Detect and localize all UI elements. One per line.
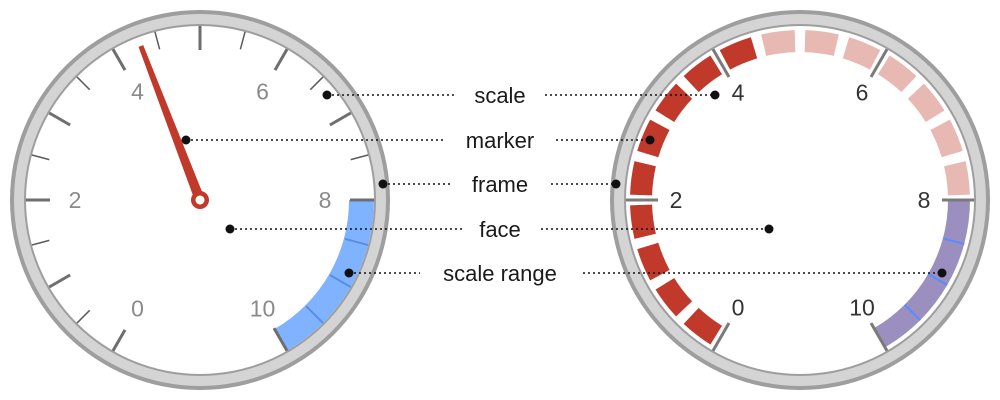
left-scale-ticks xyxy=(26,26,374,352)
left-scale-tick-7 xyxy=(76,76,91,91)
left-needle xyxy=(138,45,205,202)
scale-dot-left xyxy=(322,90,332,100)
left-scale-tick-end xyxy=(272,327,289,352)
right-gauge: 0 2 4 6 8 10 xyxy=(610,10,990,390)
marker-dot-left xyxy=(181,135,191,145)
left-scale-range-tick-1 xyxy=(329,274,352,288)
left-scale-range-tick-2 xyxy=(305,305,324,324)
scale-range-dot-left xyxy=(344,268,354,278)
right-scale-label-1: 2 xyxy=(670,187,683,213)
right-scale-labels: 0 2 4 6 8 10 xyxy=(670,80,931,321)
frame-dot-right xyxy=(611,179,621,189)
right-scale-range-tick-0 xyxy=(942,237,965,245)
right-scale-tick-2 xyxy=(711,48,731,78)
right-scale-ticks xyxy=(626,48,974,352)
left-scale-tick-11 xyxy=(239,31,246,50)
left-scale-label-4: 8 xyxy=(319,187,332,213)
scale-dot-right xyxy=(710,90,720,100)
left-gauge: 0 2 4 6 8 10 xyxy=(10,10,390,390)
left-scale-label-5: 10 xyxy=(250,295,276,321)
left-scale-range-tick-0 xyxy=(344,237,369,247)
scale-range-dot-right xyxy=(937,268,947,278)
right-scale-label-0: 0 xyxy=(732,294,745,320)
right-scale-tick-5 xyxy=(869,322,889,352)
right-segment-8 xyxy=(719,37,758,70)
right-scale-label-5: 10 xyxy=(849,294,875,320)
left-scale-range-ticks xyxy=(305,237,369,324)
frame-label: frame xyxy=(472,172,528,197)
scale-label: scale xyxy=(474,83,525,108)
left-scale-tick-1 xyxy=(76,309,91,324)
right-segment-3 xyxy=(630,204,656,239)
right-scale-range-band xyxy=(874,200,970,348)
frame-dot-left xyxy=(378,179,388,189)
right-scale-label-4: 8 xyxy=(918,187,931,213)
left-scale-labels: 0 2 4 6 8 10 xyxy=(69,79,332,322)
face-dot-left xyxy=(225,224,235,234)
right-marker-segments xyxy=(630,30,970,345)
left-marker xyxy=(138,45,209,209)
right-segment-7 xyxy=(683,55,723,93)
right-segment-15 xyxy=(944,161,970,196)
callout-dots xyxy=(181,90,947,278)
left-scale-tick-0 xyxy=(111,329,127,352)
left-scale-tick-5 xyxy=(31,154,50,161)
left-scale-tick-12 xyxy=(273,48,289,71)
right-segment-10 xyxy=(804,30,839,56)
right-segment-6 xyxy=(655,83,693,123)
marker-label: marker xyxy=(466,128,534,153)
callout-lines xyxy=(186,94,942,274)
face-dot-right xyxy=(764,224,774,234)
right-segment-4 xyxy=(630,161,656,196)
right-segment-14 xyxy=(930,119,963,158)
right-segment-13 xyxy=(907,83,945,123)
right-scale-tick-3 xyxy=(869,48,889,78)
left-scale-tick-3 xyxy=(31,239,50,246)
scale-range-label: scale range xyxy=(443,261,557,286)
left-scale-label-2: 4 xyxy=(131,79,144,105)
right-segment-9 xyxy=(761,30,796,56)
left-scale-tick-9 xyxy=(154,31,161,50)
right-segment-2 xyxy=(637,242,670,281)
left-scale-range xyxy=(274,200,374,351)
right-scale-range xyxy=(874,200,970,348)
right-segment-12 xyxy=(877,55,917,93)
left-scale-tick-13 xyxy=(309,76,324,91)
face-label: face xyxy=(479,217,521,242)
right-scale-label-3: 6 xyxy=(856,80,869,106)
right-segment-11 xyxy=(842,37,881,70)
left-scale-tick-2 xyxy=(48,273,71,289)
left-scale-tick-14 xyxy=(329,111,352,127)
right-scale-tick-0 xyxy=(711,322,731,352)
marker-dot-right xyxy=(645,135,655,145)
right-scale-range-tick-2 xyxy=(903,303,921,321)
left-scale-tick-8 xyxy=(111,48,127,71)
right-segment-0 xyxy=(683,307,723,345)
right-scale-range-tick-1 xyxy=(927,273,948,286)
left-scale-label-0: 0 xyxy=(131,295,144,321)
right-segment-1 xyxy=(655,277,693,317)
left-needle-hub-center xyxy=(195,195,205,205)
left-scale-tick-6 xyxy=(48,111,71,127)
left-scale-label-3: 6 xyxy=(256,79,269,105)
left-scale-tick-15 xyxy=(350,154,369,161)
right-gauge-face xyxy=(626,26,974,374)
left-scale-label-1: 2 xyxy=(69,187,82,213)
right-scale-label-2: 4 xyxy=(732,80,745,106)
